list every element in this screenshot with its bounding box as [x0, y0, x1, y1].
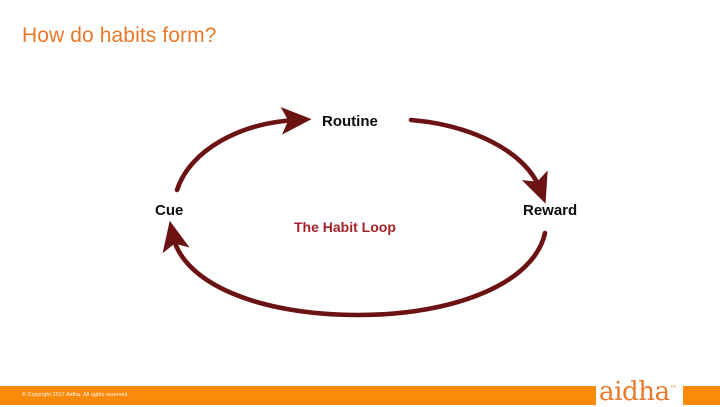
slide-footer: © Copyright 2017 Aidha. All rights reser… [0, 377, 720, 407]
arrow-cue-to-routine [174, 107, 312, 193]
habit-loop-diagram: Routine Cue Reward The Habit Loop [155, 107, 578, 318]
trademark-mark: ™ [669, 384, 677, 393]
arrow-routine-to-reward [408, 117, 548, 204]
habit-loop-arrows [162, 107, 548, 318]
footer-bar-left [0, 386, 596, 405]
node-label-reward: Reward [523, 202, 578, 219]
aidha-logo-text: aidha [599, 377, 670, 407]
node-label-cue: Cue [155, 202, 184, 219]
page-title: How do habits form? [22, 24, 217, 47]
diagram-center-label: The Habit Loop [294, 219, 396, 235]
footer-bar-right [683, 386, 720, 405]
node-label-routine: Routine [322, 113, 378, 130]
copyright-notice: © Copyright 2017 Aidha. All rights reser… [22, 392, 130, 398]
arrow-reward-to-cue [162, 220, 548, 318]
aidha-logo: aidha™ [599, 377, 677, 407]
